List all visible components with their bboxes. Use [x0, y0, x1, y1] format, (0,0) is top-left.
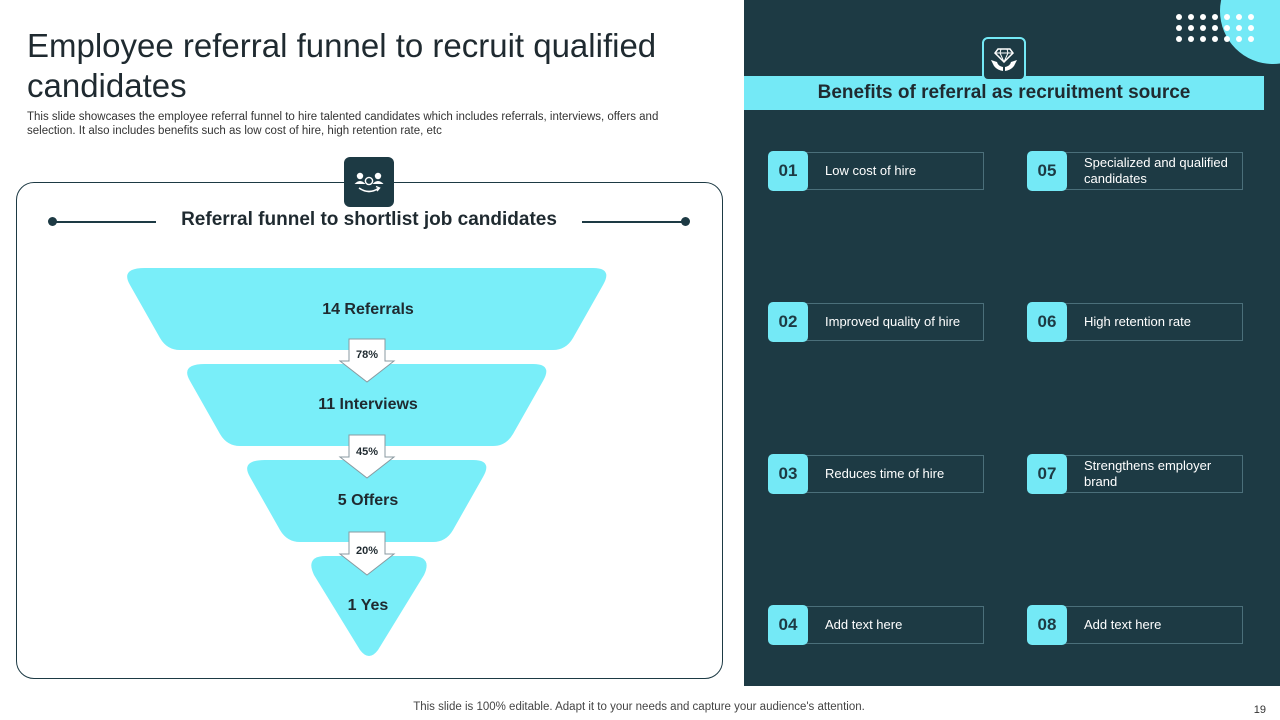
benefit-number: 03 — [768, 454, 808, 494]
benefits-heading: Benefits of referral as recruitment sour… — [744, 76, 1264, 110]
heading-left-line — [52, 221, 156, 223]
funnel-diagram — [127, 268, 607, 656]
benefit-item-02: 02 Improved quality of hire — [768, 302, 984, 344]
conversion-arrow-2 — [338, 434, 396, 479]
benefit-text: Specialized and qualified candidates — [1084, 155, 1228, 186]
benefit-item-07: 07 Strengthens employer brand — [1027, 454, 1243, 496]
conversion-rate-3: 20% — [355, 545, 379, 557]
stage-label-yes: 1 Yes — [347, 597, 389, 614]
benefit-text: Add text here — [825, 617, 903, 632]
benefit-item-03: 03 Reduces time of hire — [768, 454, 984, 496]
slide-description: This slide showcases the employee referr… — [27, 111, 659, 137]
benefit-number: 07 — [1027, 454, 1067, 494]
stage-label-referrals: 14 Referrals — [322, 301, 414, 318]
dot-grid-decoration — [1176, 14, 1262, 46]
benefit-text: Strengthens employer brand — [1084, 458, 1212, 489]
conversion-arrow-3 — [338, 531, 396, 576]
funnel-heading: Referral funnel to shortlist job candida… — [181, 209, 557, 230]
stage-label-interviews: 11 Interviews — [318, 396, 418, 413]
page-number: 19 — [1253, 704, 1266, 716]
benefit-text: Reduces time of hire — [825, 466, 945, 481]
benefit-item-05: 05 Specialized and qualified candidates — [1027, 151, 1243, 193]
diamond-in-hands-icon — [982, 37, 1026, 81]
benefit-item-08: 08 Add text here — [1027, 605, 1243, 647]
benefit-item-04: 04 Add text here — [768, 605, 984, 647]
funnel-stage-4 — [311, 556, 427, 656]
heading-right-dot — [681, 217, 690, 226]
funnel-stage-1 — [127, 268, 607, 350]
benefit-number: 02 — [768, 302, 808, 342]
benefit-text: Add text here — [1084, 617, 1162, 632]
footer-note: This slide is 100% editable. Adapt it to… — [413, 701, 865, 713]
benefit-number: 06 — [1027, 302, 1067, 342]
funnel-stage-3 — [247, 460, 487, 542]
benefit-number: 01 — [768, 151, 808, 191]
benefit-item-06: 06 High retention rate — [1027, 302, 1243, 344]
benefit-number: 08 — [1027, 605, 1067, 645]
benefit-number: 04 — [768, 605, 808, 645]
benefit-text: High retention rate — [1084, 314, 1191, 329]
people-exchange-icon — [344, 157, 394, 207]
benefit-item-01: 01 Low cost of hire — [768, 151, 984, 193]
benefit-text: Low cost of hire — [825, 163, 917, 178]
benefits-panel: Benefits of referral as recruitment sour… — [744, 0, 1280, 686]
conversion-rate-2: 45% — [355, 446, 379, 458]
slide-title: Employee referral funnel to recruit qual… — [27, 27, 657, 104]
benefit-text: Improved quality of hire — [825, 314, 961, 329]
funnel-stage-2 — [187, 364, 547, 446]
conversion-rate-1: 78% — [355, 349, 379, 361]
stage-label-offers: 5 Offers — [337, 492, 399, 509]
conversion-arrow-1 — [338, 338, 396, 383]
heading-right-line — [582, 221, 686, 223]
benefit-number: 05 — [1027, 151, 1067, 191]
